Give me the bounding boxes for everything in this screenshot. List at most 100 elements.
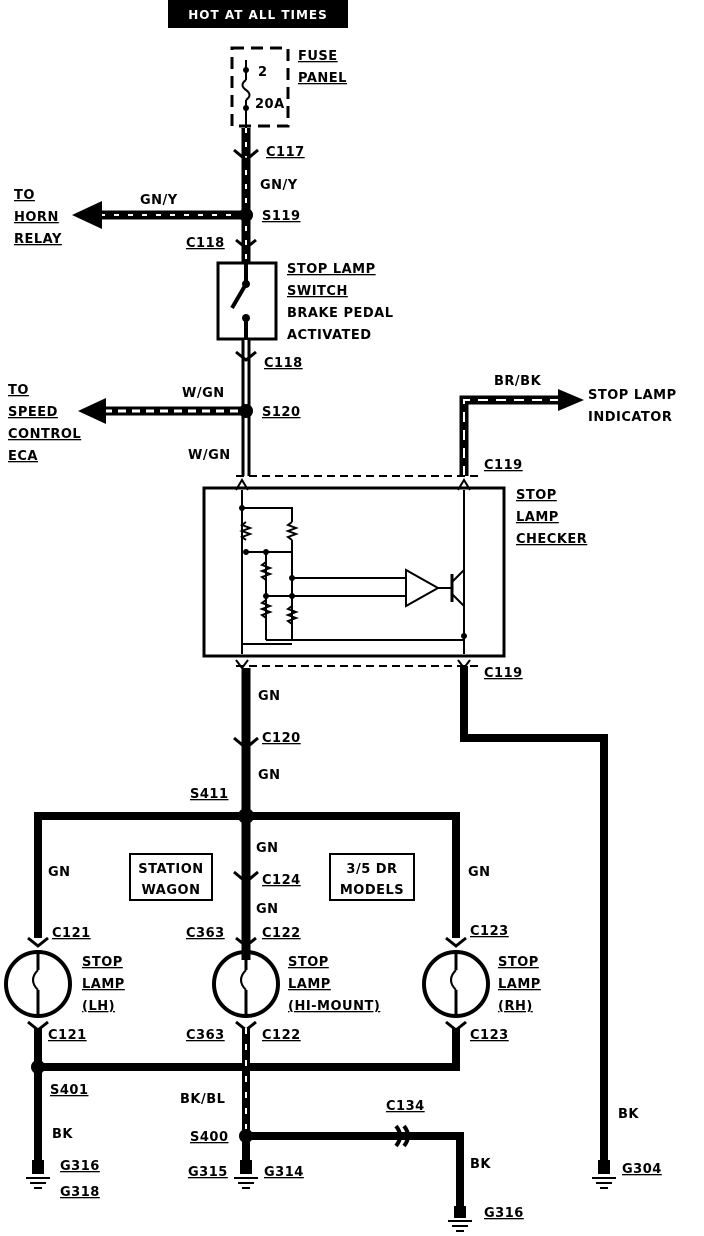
fuse-panel-label-2: PANEL bbox=[298, 71, 347, 86]
fuse-number: 2 bbox=[258, 65, 268, 80]
connector-c117-symbol bbox=[233, 148, 259, 162]
checker-label-3: CHECKER bbox=[516, 532, 587, 547]
wire-bk-label-1: BK bbox=[52, 1127, 73, 1142]
ground-g304: G304 bbox=[622, 1162, 662, 1177]
splice-s120-dot bbox=[239, 404, 253, 418]
horn-relay-line-1: TO bbox=[14, 188, 35, 203]
connector-c119-bottom: C119 bbox=[484, 666, 523, 681]
connector-c134: C134 bbox=[386, 1099, 425, 1114]
lamp-himount-label-2: LAMP bbox=[288, 977, 331, 992]
lamp-rh bbox=[422, 950, 490, 1018]
connector-c121-bottom: C121 bbox=[48, 1028, 87, 1043]
fuse-rating: 20A bbox=[255, 97, 285, 112]
splice-s401: S401 bbox=[50, 1083, 89, 1098]
connector-c118-top-symbol bbox=[235, 238, 257, 250]
speed-control-line-4: ECA bbox=[8, 449, 38, 464]
ground-g315-symbol bbox=[234, 1160, 258, 1189]
splice-s401-dot bbox=[31, 1060, 45, 1074]
splice-s411-dot bbox=[238, 808, 254, 824]
horn-relay-line-2: HORN bbox=[14, 210, 59, 225]
wire-bkbl-label: BK/BL bbox=[180, 1092, 225, 1107]
ground-g318: G318 bbox=[60, 1185, 100, 1200]
lamp-himount-label-3: (HI-MOUNT) bbox=[288, 999, 380, 1014]
connector-c122-bottom: C122 bbox=[262, 1028, 301, 1043]
splice-s120: S120 bbox=[262, 405, 301, 420]
ground-g316-b: G316 bbox=[484, 1206, 524, 1221]
switch-label-3: BRAKE PEDAL bbox=[287, 306, 394, 321]
wire-gn-label-6: GN bbox=[468, 865, 491, 880]
splice-s119-dot bbox=[239, 208, 253, 222]
splice-s119: S119 bbox=[262, 209, 301, 224]
wire-bk-g304 bbox=[460, 666, 608, 1166]
ground-g304-symbol bbox=[592, 1160, 616, 1189]
wire-rh-down bbox=[38, 1028, 460, 1071]
wire-gn-label-5: GN bbox=[48, 865, 71, 880]
models-line-2: MODELS bbox=[340, 883, 404, 898]
speed-control-line-3: CONTROL bbox=[8, 427, 81, 442]
wire-brbk-label: BR/BK bbox=[494, 374, 542, 389]
connector-c118-bottom-symbol bbox=[235, 350, 257, 362]
note-station-wagon: STATION WAGON bbox=[129, 853, 213, 901]
wire-bk-label-3: BK bbox=[618, 1107, 639, 1122]
connector-c118-bottom: C118 bbox=[264, 356, 303, 371]
checker-label-2: LAMP bbox=[516, 510, 559, 525]
connector-c120-symbol bbox=[233, 736, 259, 750]
wire-bk-label-2: BK bbox=[470, 1157, 491, 1172]
indicator-line-1: STOP LAMP bbox=[588, 388, 677, 403]
switch-label-1: STOP LAMP bbox=[287, 262, 376, 277]
connector-c119-top: C119 bbox=[484, 458, 523, 473]
checker-label-1: STOP bbox=[516, 488, 557, 503]
station-wagon-line-2: WAGON bbox=[142, 883, 201, 898]
wire-gn-label-4: GN bbox=[256, 902, 279, 917]
ground-g315: G315 bbox=[188, 1165, 228, 1180]
fuse-panel-label-1: FUSE bbox=[298, 49, 338, 64]
connector-c121-top: C121 bbox=[52, 926, 91, 941]
switch-label-2: SWITCH bbox=[287, 284, 348, 299]
header-banner: HOT AT ALL TIMES bbox=[168, 0, 348, 28]
speed-control-line-2: SPEED bbox=[8, 405, 58, 420]
wire-gny-label-2: GN/Y bbox=[140, 193, 178, 208]
connector-c123-bottom: C123 bbox=[470, 1028, 509, 1043]
indicator-line-2: INDICATOR bbox=[588, 410, 672, 425]
header-text: HOT AT ALL TIMES bbox=[188, 8, 328, 22]
connector-c363-top: C363 bbox=[186, 926, 225, 941]
ground-g316-a: G316 bbox=[60, 1159, 100, 1174]
connector-c117: C117 bbox=[266, 145, 305, 160]
wire-gn-label-1: GN bbox=[258, 689, 281, 704]
wire-wgn-speed-branch bbox=[78, 398, 246, 424]
lamp-rh-label-2: LAMP bbox=[498, 977, 541, 992]
speed-control-line-1: TO bbox=[8, 383, 29, 398]
lamp-top-connectors bbox=[27, 936, 467, 948]
splice-s400-dot bbox=[239, 1129, 253, 1143]
ground-g316-b-symbol bbox=[448, 1206, 472, 1232]
ground-g316-a-symbol bbox=[26, 1160, 50, 1189]
fuse-panel: 2 20A bbox=[230, 46, 290, 128]
connector-c124: C124 bbox=[262, 873, 301, 888]
connector-c363-bottom: C363 bbox=[186, 1028, 225, 1043]
splice-s400: S400 bbox=[190, 1130, 229, 1145]
lamp-rh-label-1: STOP bbox=[498, 955, 539, 970]
station-wagon-line-1: STATION bbox=[138, 862, 203, 877]
switch-label-4: ACTIVATED bbox=[287, 328, 372, 343]
connector-c122-top: C122 bbox=[262, 926, 301, 941]
wire-gn-right bbox=[246, 812, 460, 938]
lamp-lh-label-3: (LH) bbox=[82, 999, 115, 1014]
wire-wgn-label-2: W/GN bbox=[188, 448, 231, 463]
wire-gn-left bbox=[34, 812, 246, 938]
wire-bk-g316-b bbox=[246, 1132, 464, 1210]
lamp-himount-label-1: STOP bbox=[288, 955, 329, 970]
wire-gn-label-3: GN bbox=[256, 841, 279, 856]
connector-c123-top: C123 bbox=[470, 924, 509, 939]
wire-gny-horn-branch bbox=[72, 201, 246, 229]
stop-lamp-switch bbox=[216, 261, 278, 341]
lamp-lh-label-2: LAMP bbox=[82, 977, 125, 992]
lamp-himount bbox=[212, 950, 280, 1018]
wire-gny-label-1: GN/Y bbox=[260, 178, 298, 193]
horn-relay-line-3: RELAY bbox=[14, 232, 62, 247]
models-line-1: 3/5 DR bbox=[346, 862, 397, 877]
ground-g314: G314 bbox=[264, 1165, 304, 1180]
connector-c118-top: C118 bbox=[186, 236, 225, 251]
connector-c124-symbol bbox=[233, 870, 259, 884]
wire-gn-label-2: GN bbox=[258, 768, 281, 783]
connector-c120: C120 bbox=[262, 731, 301, 746]
